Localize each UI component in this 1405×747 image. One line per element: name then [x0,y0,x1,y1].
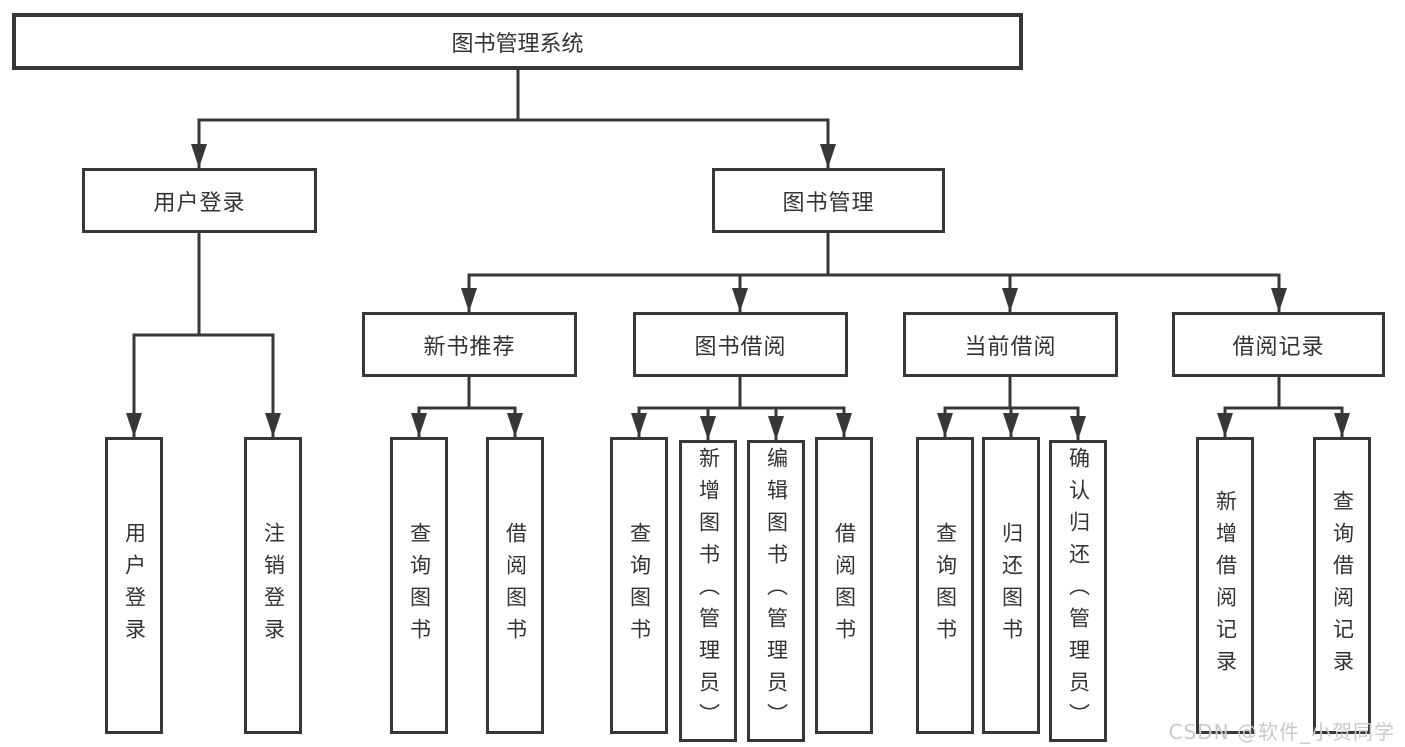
leaf-newbook-borrow-books-label: 借阅图书 [503,521,528,650]
node-root-label: 图书管理系统 [451,31,584,57]
leaf-current-confirm-return-admin: 确认归还（管理员） [1049,440,1107,742]
leaf-logout: 注销登录 [244,437,302,734]
leaf-borrow-borrow-books-label: 借阅图书 [832,521,857,650]
leaf-borrow-query-books: 查询图书 [610,437,668,734]
node-borrow-records-label: 借阅记录 [1232,334,1325,360]
leaf-records-add-record: 新增借阅记录 [1196,437,1254,734]
node-new-book-recommend: 新书推荐 [362,312,577,377]
node-user-login: 用户登录 [82,168,317,233]
leaf-records-add-record-label: 新增借阅记录 [1213,489,1238,682]
leaf-user-login-label: 用户登录 [122,521,147,650]
leaf-newbook-borrow-books: 借阅图书 [486,437,544,734]
node-book-management: 图书管理 [712,168,945,233]
leaf-current-confirm-return-admin-label: 确认归还（管理员） [1066,447,1091,735]
csdn-watermark: CSDN @软件_小贺同学 [1168,720,1395,744]
leaf-current-return-books: 归还图书 [982,437,1040,734]
node-book-management-label: 图书管理 [782,190,875,216]
node-root: 图书管理系统 [12,13,1023,70]
leaf-borrow-borrow-books: 借阅图书 [815,437,873,734]
leaf-current-query-books: 查询图书 [916,437,974,734]
leaf-records-query-record-label: 查询借阅记录 [1330,489,1355,682]
node-current-borrow: 当前借阅 [903,312,1118,377]
node-borrow-records: 借阅记录 [1172,312,1385,377]
node-current-borrow-label: 当前借阅 [964,334,1057,360]
leaf-records-query-record: 查询借阅记录 [1313,437,1371,734]
leaf-borrow-add-books-admin-label: 新增图书（管理员） [696,447,721,735]
node-new-book-recommend-label: 新书推荐 [423,334,516,360]
leaf-logout-label: 注销登录 [261,521,286,650]
leaf-newbook-query-books-label: 查询图书 [407,521,432,650]
node-book-borrow-label: 图书借阅 [694,334,787,360]
leaf-borrow-add-books-admin: 新增图书（管理员） [679,440,737,742]
leaf-current-return-books-label: 归还图书 [999,521,1024,650]
node-book-borrow: 图书借阅 [633,312,848,377]
leaf-current-query-books-label: 查询图书 [933,521,958,650]
leaf-newbook-query-books: 查询图书 [390,437,448,734]
leaf-borrow-edit-books-admin: 编辑图书（管理员） [747,440,805,742]
leaf-borrow-query-books-label: 查询图书 [627,521,652,650]
leaf-borrow-edit-books-admin-label: 编辑图书（管理员） [764,447,789,735]
node-user-login-label: 用户登录 [153,190,246,216]
leaf-user-login: 用户登录 [105,437,163,734]
